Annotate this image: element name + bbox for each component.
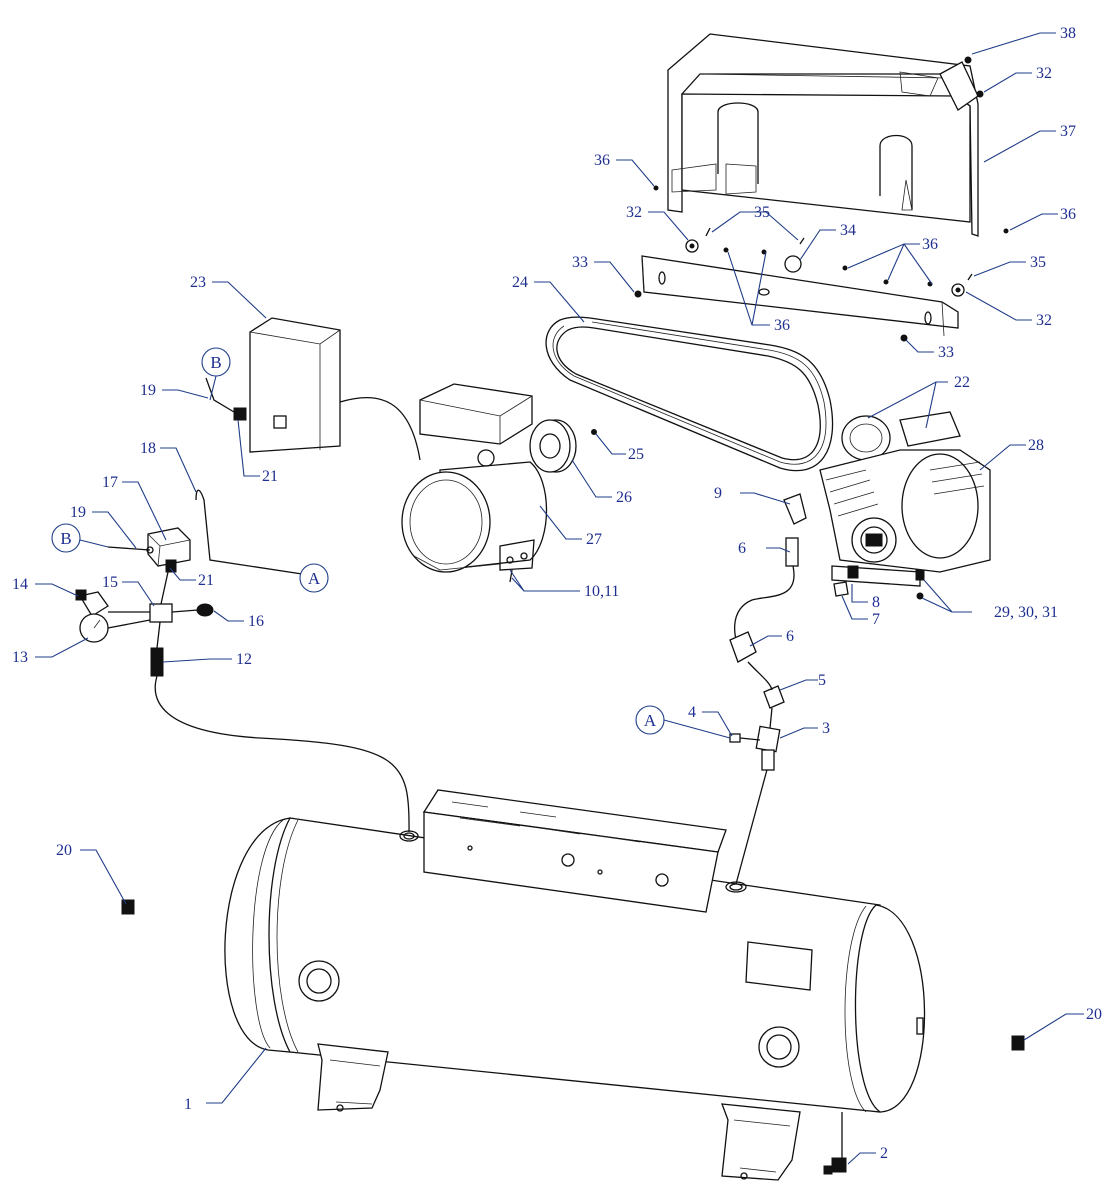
svg-text:A: A: [308, 569, 321, 588]
belt-guard: [653, 33, 1009, 237]
callout-20-right: 20: [1086, 1006, 1102, 1023]
callout-1: 1: [184, 1096, 192, 1113]
callout-17: 17: [102, 474, 118, 491]
callout-numbers: 1 2 3 4 5 6 6 7 8 9 10,11 12 13 14 15 16…: [12, 25, 1102, 1162]
control-box: [205, 317, 341, 453]
leader-lines: [35, 32, 1084, 1165]
pressure-switch: [146, 527, 191, 573]
drive-belt: [545, 316, 834, 472]
callout-38: 38: [1060, 25, 1076, 42]
manifold-assembly: [75, 571, 214, 677]
discharge-elbow: [783, 493, 807, 525]
drain-valve: [823, 1112, 847, 1175]
callout-16: 16: [248, 613, 264, 630]
svg-text:A: A: [644, 711, 657, 730]
callout-35-right: 35: [1030, 254, 1046, 271]
callout-22: 22: [954, 374, 970, 391]
callout-27: 27: [586, 531, 602, 548]
svg-text:B: B: [60, 529, 71, 548]
left-end-plug: [121, 899, 135, 915]
callout-18: 18: [140, 440, 156, 457]
callout-6-lower: 6: [786, 628, 794, 645]
check-valve-assembly: [729, 685, 785, 771]
callout-32-right: 32: [1036, 312, 1052, 329]
callout-32-top: 32: [1036, 65, 1052, 82]
callout-33-right: 33: [938, 344, 954, 361]
callout-36-right: 36: [1060, 206, 1076, 223]
ref-b-lower-lead: [79, 539, 109, 548]
callout-21-upper: 21: [262, 468, 278, 485]
callout-19-upper: 19: [140, 382, 156, 399]
callout-36-lower: 36: [774, 317, 790, 334]
callout-4: 4: [688, 704, 696, 721]
callout-36-top-left: 36: [594, 152, 610, 169]
callout-20-left: 20: [56, 842, 72, 859]
right-end-plug: [1011, 1035, 1025, 1051]
callout-21-lower: 21: [198, 572, 214, 589]
compressor-pump: [819, 411, 991, 600]
callout-6-upper: 6: [738, 540, 746, 557]
callout-34: 34: [840, 222, 856, 239]
callout-29-30-31: 29, 30, 31: [994, 604, 1058, 621]
ref-b-lower: B: [51, 523, 81, 553]
callout-23: 23: [190, 274, 206, 291]
ref-a-upper: A: [299, 563, 329, 593]
callout-12: 12: [236, 651, 252, 668]
callout-14: 14: [12, 576, 28, 593]
cord-b-lower: [107, 546, 151, 551]
discharge-tube: [729, 537, 799, 691]
callout-10-11: 10,11: [584, 583, 619, 600]
unloader-tube: [195, 489, 303, 575]
pressure-switch-tube: [154, 675, 410, 833]
callout-5: 5: [818, 672, 826, 689]
callout-2: 2: [880, 1145, 888, 1162]
svg-text:B: B: [210, 353, 221, 372]
motor-pulley: [529, 419, 597, 473]
callout-13: 13: [12, 649, 28, 666]
tank-inlet-line: [735, 765, 769, 885]
guard-bracket: [634, 227, 973, 342]
ref-a-lower: A: [635, 705, 665, 735]
callout-3: 3: [822, 720, 830, 737]
callout-35-left: 35: [754, 204, 770, 221]
ref-b-upper: B: [201, 347, 231, 377]
air-tank: [224, 789, 926, 1181]
callout-19-lower: 19: [70, 504, 86, 521]
ref-b-upper-lead: [209, 375, 217, 401]
callout-33-left: 33: [572, 254, 588, 271]
electric-motor: [401, 383, 548, 583]
callout-9: 9: [714, 485, 722, 502]
callout-28: 28: [1028, 437, 1044, 454]
callout-37: 37: [1060, 123, 1076, 140]
motor-cable: [339, 396, 421, 461]
callout-7: 7: [872, 611, 880, 628]
callout-26: 26: [616, 489, 632, 506]
callout-32-left: 32: [626, 204, 642, 221]
callout-8: 8: [872, 594, 880, 611]
callout-36-mid: 36: [922, 236, 938, 253]
callout-25: 25: [628, 446, 644, 463]
callout-24: 24: [512, 274, 528, 291]
callout-15: 15: [102, 574, 118, 591]
